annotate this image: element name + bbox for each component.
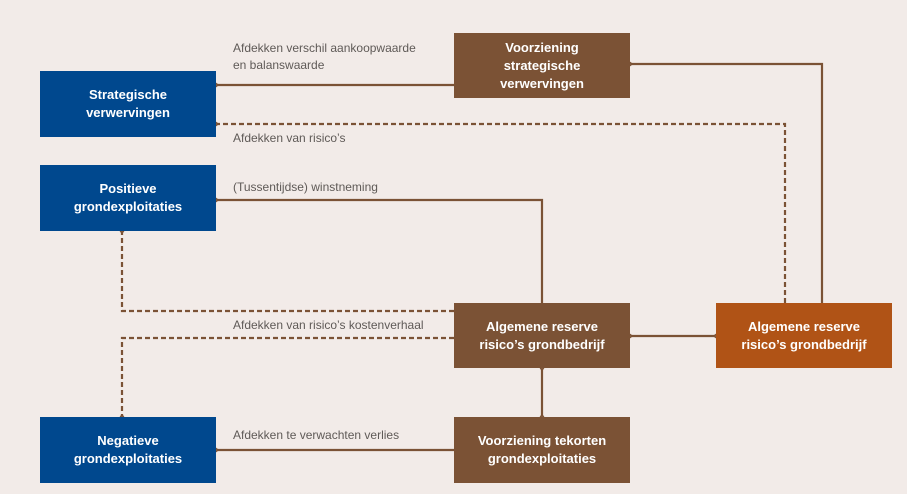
label-risicos: Afdekken van risico’s: [233, 131, 346, 145]
dashed-arrow-reserve-to-positieve: [122, 233, 454, 313]
node-voorziening-tekorten-grondexploitaties: Voorziening tekorten grondexploitaties: [454, 417, 630, 483]
label-winstneming: (Tussentijdse) winstneming: [233, 180, 378, 194]
arrow-orange-to-voorziening-strategische: [632, 64, 824, 303]
node-algemene-reserve-grondbedrijf: Algemene reserve risico’s grondbedrijf: [454, 303, 630, 368]
dashed-arrow-orange-to-strategische: [218, 124, 787, 303]
node-label: Algemene reserve risico’s grondbedrijf: [741, 318, 867, 352]
label-verschil-line1: Afdekken verschil aankoopwaarde: [233, 41, 416, 55]
node-label: Strategische verwervingen: [86, 87, 170, 120]
dashed-arrow-reserve-to-negatieve: [122, 336, 454, 415]
node-algemene-reserve-grondbedrijf-orange: Algemene reserve risico’s grondbedrijf: [716, 303, 892, 368]
label-kostenverhaal: Afdekken van risico’s kostenverhaal: [233, 318, 424, 332]
node-label: Negatieve grondexploitaties: [73, 433, 183, 466]
node-label: Voorziening tekorten grondexploitaties: [477, 433, 607, 466]
arrow-reserve-to-positieve: [218, 200, 544, 303]
label-verschil-line2: en balanswaarde: [233, 58, 325, 72]
node-strategische-verwervingen: Strategische verwervingen: [40, 71, 216, 137]
node-label: Positieve grondexploitaties: [73, 181, 183, 214]
node-voorziening-strategische-verwervingen: Voorziening strategische verwervingen: [454, 33, 630, 98]
label-verlies: Afdekken te verwachten verlies: [233, 428, 400, 442]
node-positieve-grondexploitaties: Positieve grondexploitaties: [40, 165, 216, 231]
node-label: Voorziening strategische verwervingen: [500, 39, 584, 91]
node-label: Algemene reserve risico’s grondbedrijf: [479, 318, 605, 352]
node-negatieve-grondexploitaties: Negatieve grondexploitaties: [40, 417, 216, 483]
